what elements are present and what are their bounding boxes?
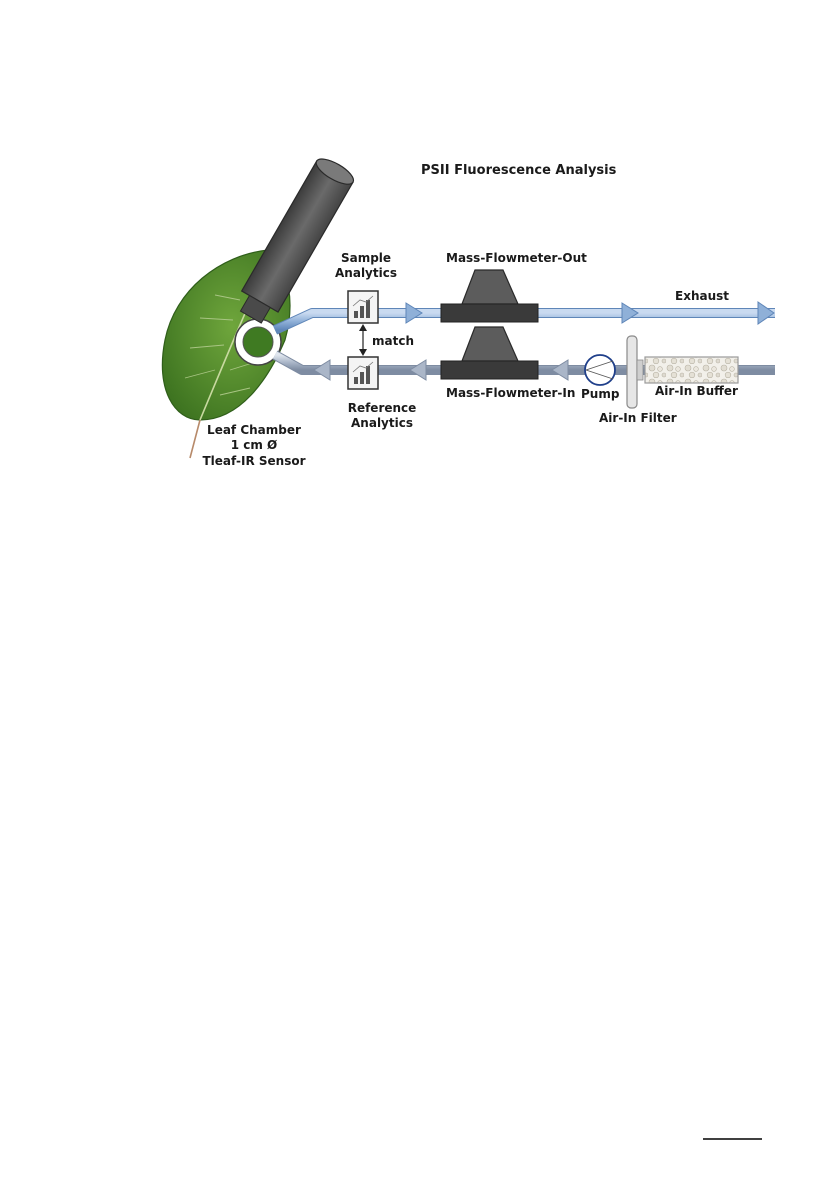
sample-label-line1: Sample	[341, 251, 391, 265]
leaf-chamber-label-line3: Tleaf-IR Sensor	[202, 454, 305, 468]
fluorometer-probe	[233, 154, 357, 327]
air-in-buffer-canister	[645, 357, 738, 383]
air-in-filter-label: Air-In Filter	[599, 411, 677, 425]
reference-label-line2: Analytics	[351, 416, 413, 430]
pump-label: Pump	[581, 387, 620, 401]
exhaust-label: Exhaust	[675, 289, 729, 303]
flow-arrow-icon	[410, 360, 426, 380]
mass-flowmeter-out	[441, 270, 538, 322]
flow-arrow-icon	[758, 302, 774, 324]
filter-disc-icon	[627, 336, 643, 408]
flow-arrow-icon	[622, 303, 638, 323]
sample-analytics-box	[348, 291, 378, 323]
leaf-chamber-label-line1: Leaf Chamber	[207, 423, 301, 437]
leaf-chamber-label-line2: 1 cm Ø	[231, 438, 278, 452]
flow-arrow-icon	[552, 360, 568, 380]
flow-arrow-icon	[406, 303, 422, 323]
mass-flowmeter-in	[441, 327, 538, 379]
psii-label: PSII Fluorescence Analysis	[421, 163, 617, 178]
reference-analytics-box	[348, 357, 378, 389]
match-label: match	[372, 334, 414, 348]
pump-icon	[585, 355, 615, 385]
air-in-buffer-label: Air-In Buffer	[655, 384, 738, 398]
sample-label-line2: Analytics	[335, 266, 397, 280]
match-arrow	[359, 324, 367, 356]
flow-arrow-icon	[314, 360, 330, 380]
mfm-out-label: Mass-Flowmeter-Out	[446, 251, 587, 265]
reference-label-line1: Reference	[348, 401, 417, 415]
mfm-in-label: Mass-Flowmeter-In	[446, 386, 575, 400]
